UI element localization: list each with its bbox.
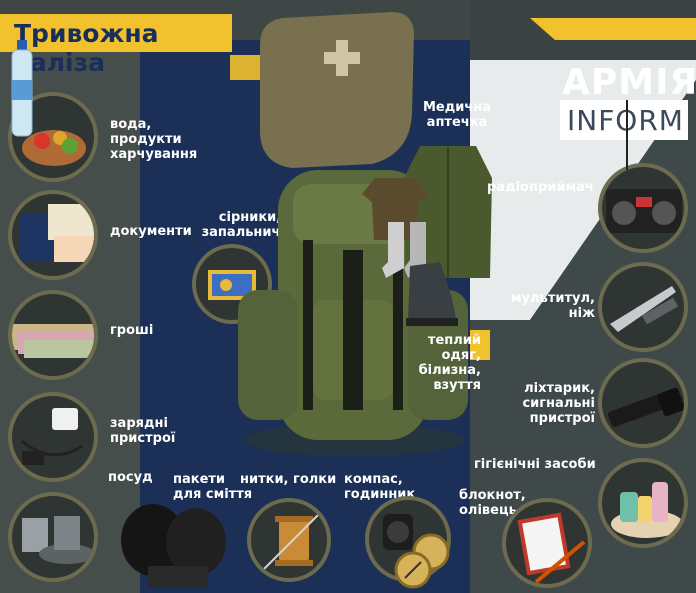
label-first-aid: Медична аптечка <box>422 100 492 130</box>
radio-icon <box>606 189 682 233</box>
label-documents: документи <box>110 224 192 239</box>
label-hygiene: гігієнічні засоби <box>474 457 596 472</box>
label-matches: сірники, запальнички <box>201 210 299 240</box>
radio-circle <box>598 163 688 253</box>
flashlight-icon <box>607 387 684 427</box>
hygiene-kit-icon <box>611 482 683 538</box>
label-trash-bags: пакети для сміття <box>173 472 253 502</box>
chargers-circle <box>8 392 98 482</box>
radio-antenna <box>626 100 628 170</box>
label-threads-needles: нитки, голки <box>240 472 337 487</box>
trash-bags-icon <box>121 504 226 588</box>
multitool-circle <box>598 262 688 352</box>
watch-icon <box>383 514 413 550</box>
knife-icon <box>610 286 679 332</box>
cookware-icon <box>22 516 94 564</box>
logo-line1: АРМІЯ <box>562 62 696 103</box>
money-circle <box>8 290 98 380</box>
food-basket-icon <box>22 130 86 166</box>
logo-box: INFORM <box>560 100 688 140</box>
label-chargers: зарядні пристрої <box>110 416 176 446</box>
water-bottle-icon <box>11 40 33 137</box>
page-title: Тривожна валіза <box>14 19 159 77</box>
threads-circle <box>247 498 331 582</box>
label-multitool: мультитул, ніж <box>511 291 595 321</box>
dishes-circle <box>8 492 98 582</box>
water-food-circle <box>8 92 98 182</box>
first-aid-kit-icon <box>260 12 414 168</box>
label-warm-clothes: теплий одяг, білизна, взуття <box>418 333 481 393</box>
documents-circle <box>8 190 98 280</box>
socks-icon <box>382 222 426 278</box>
label-money: гроші <box>110 323 154 338</box>
notebook-icon <box>517 512 586 584</box>
hygiene-circle <box>598 458 688 548</box>
charger-icon <box>21 408 83 465</box>
compass-icon <box>394 533 450 589</box>
shoe-icon <box>406 262 458 326</box>
label-water-food: вода, продукти харчування <box>110 117 198 162</box>
thread-spool-icon <box>260 511 322 573</box>
flashlight-circle <box>598 358 688 448</box>
label-radio: радіоприймач <box>487 180 594 195</box>
label-dishes: посуд <box>108 470 153 485</box>
logo-line2: INFORM <box>567 104 684 137</box>
label-notebook: блокнот, олівець <box>459 488 526 518</box>
banknotes-icon <box>12 324 94 358</box>
label-flashlight: ліхтарик, сигнальні пристрої <box>522 381 595 426</box>
notebook-circle <box>502 498 592 588</box>
